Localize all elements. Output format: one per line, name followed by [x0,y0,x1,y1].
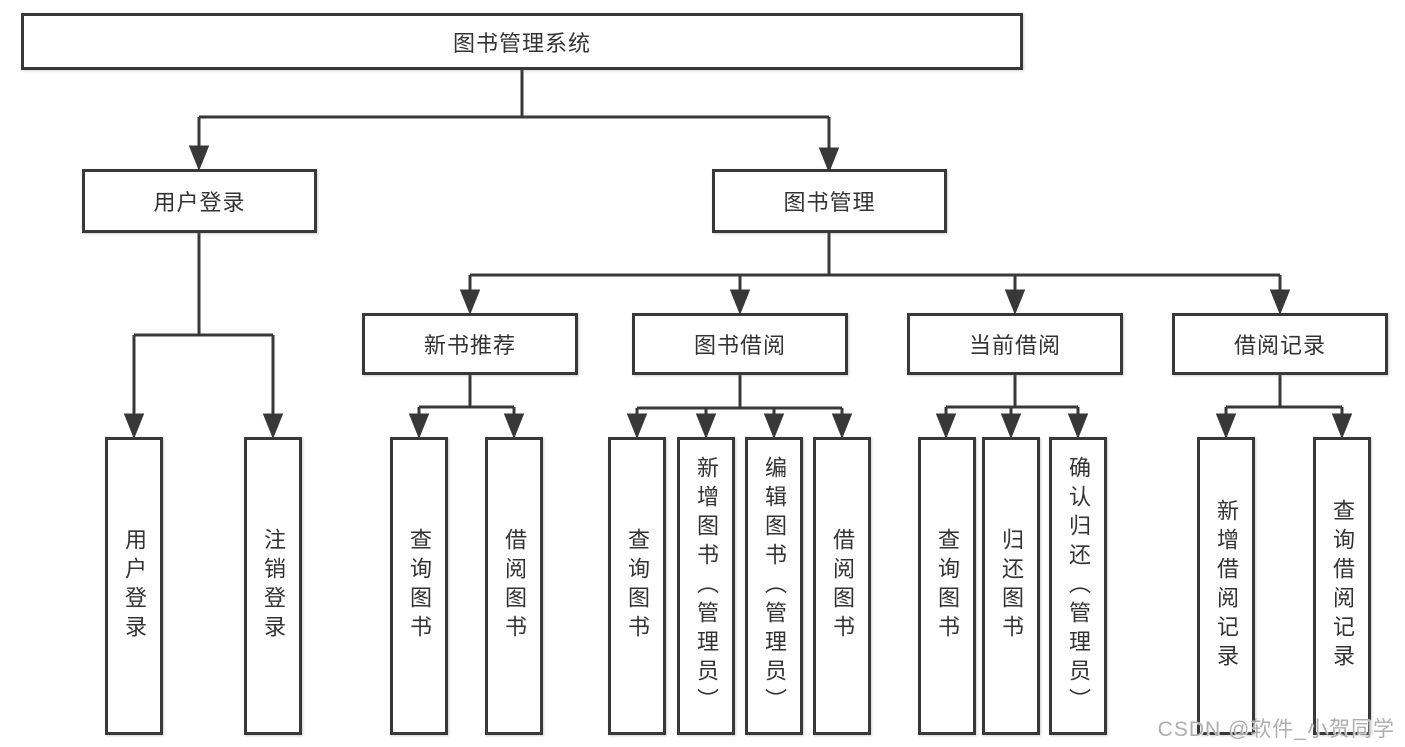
connector-records-to-leaves [1215,375,1353,440]
csdn-watermark: CSDN @软件_小贺同学 [1157,718,1395,741]
leaf-query-books-borrowing: 查询图书 [608,437,666,735]
connector-root-to-level2 [188,70,840,174]
leaf-query-borrow-record: 查询借阅记录 [1313,437,1371,735]
node-current-borrowing: 当前借阅 [907,313,1123,375]
leaf-add-borrow-record: 新增借阅记录 [1197,437,1255,735]
node-book-management: 图书管理 [712,169,947,233]
node-user-login: 用户登录 [82,169,317,233]
leaf-edit-book-admin: 编辑图书（管理员） [745,437,803,735]
leaf-borrow-books-recommend: 借阅图书 [485,437,543,735]
node-borrowing-records: 借阅记录 [1172,313,1388,375]
connector-borrowing-to-leaves [626,375,853,440]
leaf-confirm-return-admin: 确认归还（管理员） [1049,437,1107,735]
leaf-user-login: 用户登录 [105,437,163,735]
leaf-borrow-books-borrowing: 借阅图书 [813,437,871,735]
node-new-book-recommendation: 新书推荐 [362,313,578,375]
connector-userlogin-to-leaves [123,233,284,440]
leaf-query-books-current: 查询图书 [918,437,976,735]
connector-newbook-to-leaves [408,375,525,440]
node-book-borrowing: 图书借阅 [632,313,848,375]
leaf-logout: 注销登录 [244,437,302,735]
connector-current-to-leaves [935,375,1089,440]
leaf-return-book: 归还图书 [982,437,1040,735]
node-library-management-system: 图书管理系统 [21,13,1023,70]
leaf-add-book-admin: 新增图书（管理员） [677,437,735,735]
connector-bookmgmt-to-level3 [459,233,1291,316]
leaf-query-books-recommend: 查询图书 [390,437,448,735]
